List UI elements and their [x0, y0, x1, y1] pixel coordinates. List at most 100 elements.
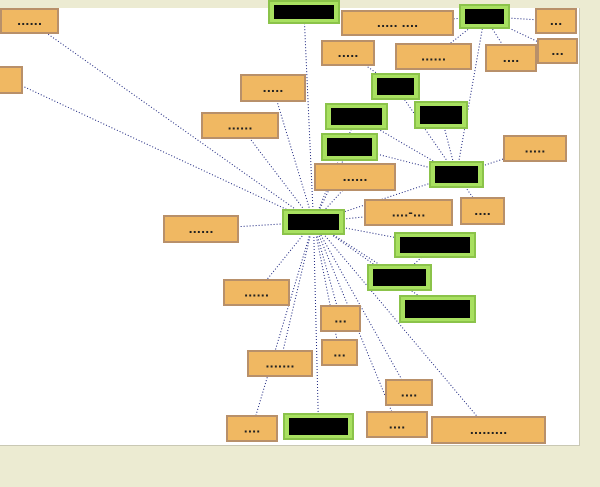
- label-node[interactable]: ......: [223, 279, 290, 306]
- edge-g8-o19: [279, 221, 314, 364]
- entity-node[interactable]: [321, 133, 378, 161]
- node-label: .......: [265, 358, 294, 371]
- node-label: ...: [551, 45, 564, 58]
- redaction-block: [420, 106, 462, 124]
- label-box: [503, 135, 567, 162]
- node-label: ......: [17, 15, 42, 28]
- node-label: ...: [334, 313, 347, 326]
- entity-node[interactable]: [399, 295, 476, 323]
- label-node[interactable]: ....: [226, 415, 278, 442]
- label-node[interactable]: ....: [460, 197, 505, 225]
- edge-g7-g2: [456, 16, 485, 175]
- label-node[interactable]: ......: [314, 163, 396, 191]
- edge-g8-g1: [303, 11, 314, 223]
- label-node[interactable]: ...: [320, 305, 361, 332]
- node-label: ....: [503, 52, 520, 65]
- label-node[interactable]: ....: [485, 44, 537, 72]
- label-box: [366, 411, 428, 438]
- label-node[interactable]: ......: [163, 215, 239, 243]
- edge-g8-o23: [313, 221, 489, 431]
- label-node[interactable]: .......: [247, 350, 313, 377]
- label-box: [535, 8, 577, 34]
- node-label: ...: [550, 15, 563, 28]
- node-label: .....: [263, 82, 284, 95]
- edge-g8-o21: [251, 221, 314, 429]
- entity-node[interactable]: [268, 0, 340, 24]
- label-box: [0, 66, 23, 94]
- node-label: ......: [342, 171, 367, 184]
- edge-g8-g4: [313, 116, 357, 223]
- redaction-block: [373, 269, 426, 286]
- entity-node[interactable]: [325, 103, 388, 130]
- label-node[interactable]: ..... ....: [341, 10, 454, 36]
- redaction-block: [405, 300, 470, 318]
- redaction-block: [288, 214, 339, 230]
- edge-g8-o2: [9, 79, 314, 223]
- node-label: .....: [525, 143, 546, 156]
- node-label: .....: [338, 47, 359, 60]
- label-box: [485, 44, 537, 72]
- edge-g8-o18: [313, 221, 340, 353]
- entity-node[interactable]: [367, 264, 432, 291]
- label-node[interactable]: ......: [0, 8, 59, 34]
- label-node[interactable]: ....: [385, 379, 433, 406]
- label-node[interactable]: .....: [503, 135, 567, 162]
- edge-g8-o9: [272, 87, 314, 223]
- node-label: ....: [244, 423, 261, 436]
- node-label: ....: [401, 387, 418, 400]
- edge-g8-o20: [313, 221, 410, 393]
- entity-node[interactable]: [394, 232, 476, 258]
- entity-node[interactable]: [283, 413, 354, 440]
- node-label: ......: [421, 51, 446, 64]
- redaction-block: [327, 138, 372, 156]
- edge-g2-o8: [484, 16, 512, 59]
- edge-g8-o22: [313, 221, 398, 425]
- redaction-block: [465, 9, 504, 24]
- label-node[interactable]: ...: [537, 38, 578, 64]
- node-label: ..... ....: [377, 17, 418, 30]
- entity-node[interactable]: [282, 209, 345, 235]
- label-box: [537, 38, 578, 64]
- label-box: [320, 305, 361, 332]
- label-node[interactable]: ......: [201, 112, 279, 139]
- edge-g8-o10: [239, 125, 314, 223]
- node-label: ......: [227, 120, 252, 133]
- edge-g8-o1: [29, 20, 314, 223]
- edge-g9-g10: [399, 244, 436, 278]
- entity-node[interactable]: [371, 73, 420, 100]
- node-label: ....: [474, 205, 491, 218]
- redaction-block: [274, 5, 334, 19]
- redaction-block: [331, 108, 382, 125]
- entity-node[interactable]: [414, 101, 468, 129]
- label-node[interactable]: ...: [321, 339, 358, 366]
- label-node[interactable]: ....: [366, 411, 428, 438]
- label-node[interactable]: ......: [395, 43, 472, 70]
- label-node[interactable]: [0, 66, 23, 94]
- label-box: [395, 43, 472, 70]
- label-node[interactable]: ...: [535, 8, 577, 34]
- label-node[interactable]: .....: [321, 40, 375, 66]
- label-box: [240, 74, 306, 102]
- edge-g8-g10: [313, 221, 400, 278]
- node-label: ....-...: [392, 207, 426, 220]
- label-box: [321, 40, 375, 66]
- label-box: [223, 279, 290, 306]
- label-box: [163, 215, 239, 243]
- label-node[interactable]: ....-...: [364, 199, 453, 226]
- label-box: [431, 416, 546, 444]
- label-box: [201, 112, 279, 139]
- label-box: [314, 163, 396, 191]
- node-label: ...: [333, 347, 346, 360]
- node-label: .........: [470, 424, 508, 437]
- label-box: [226, 415, 278, 442]
- redaction-block: [289, 418, 348, 435]
- entity-node[interactable]: [459, 4, 510, 29]
- label-node[interactable]: .....: [240, 74, 306, 102]
- label-box: [247, 350, 313, 377]
- label-node[interactable]: .........: [431, 416, 546, 444]
- label-box: [364, 199, 453, 226]
- label-box: [321, 339, 358, 366]
- entity-node[interactable]: [429, 161, 484, 188]
- label-box: [385, 379, 433, 406]
